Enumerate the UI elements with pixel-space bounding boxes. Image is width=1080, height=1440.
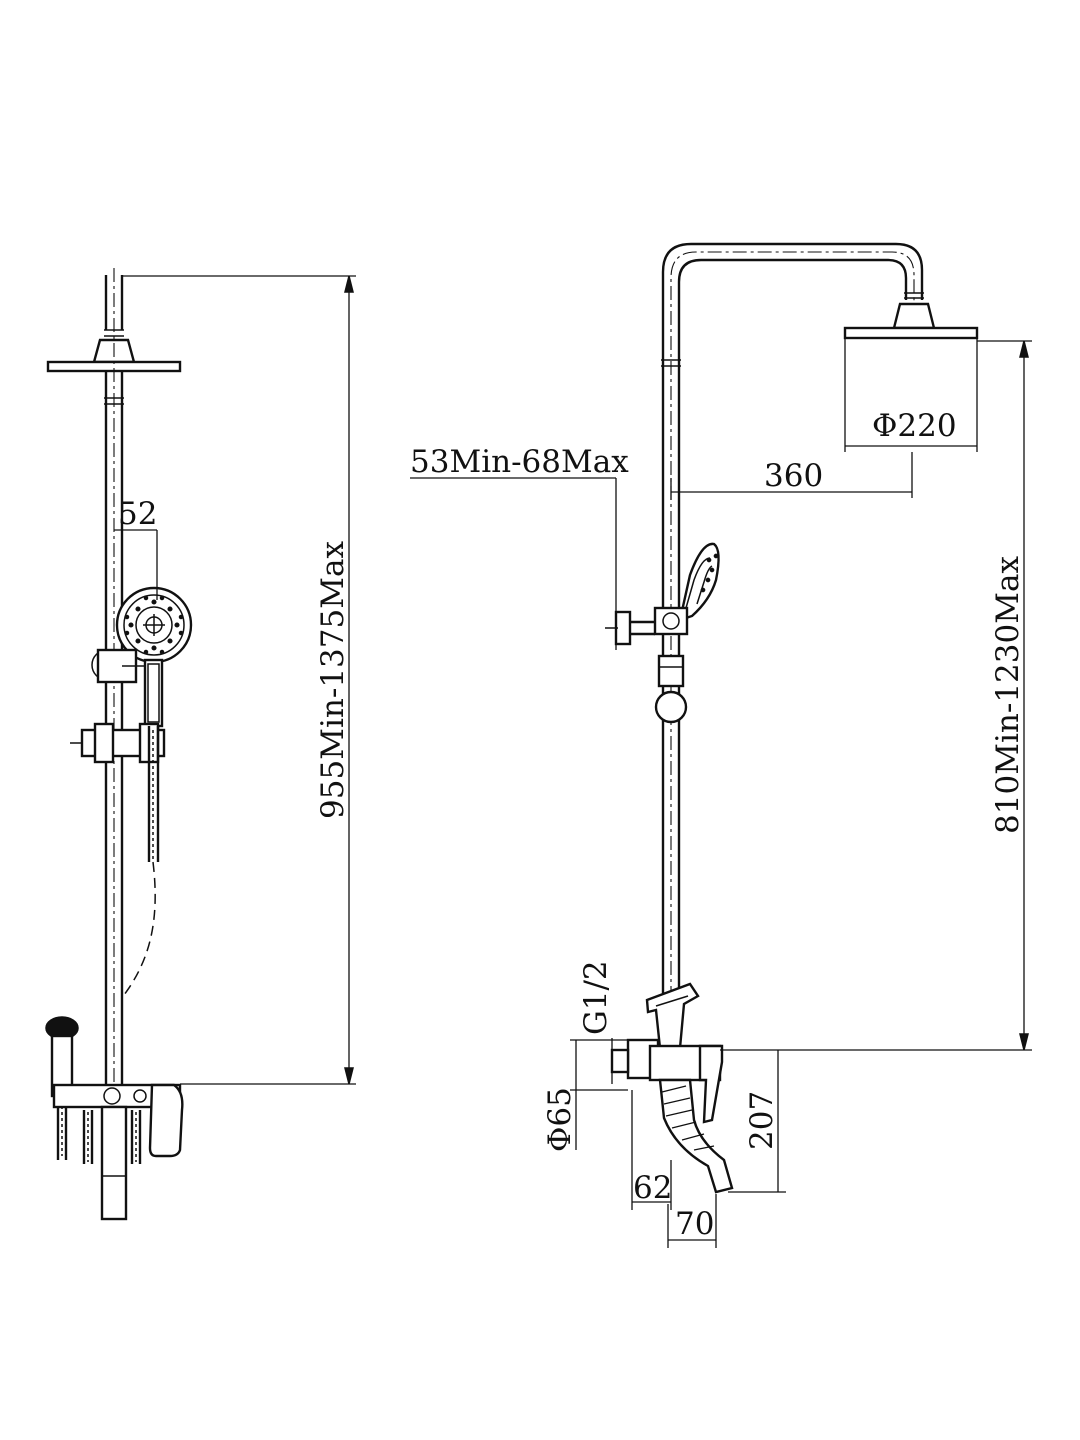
right-spout-height-label: 207: [744, 1091, 780, 1150]
left-riser-pipe: [104, 268, 124, 1100]
right-hand-shower: [653, 542, 720, 636]
left-height-dim-label: 955Min-1375Max: [315, 541, 351, 819]
right-height-dim-label: 810Min-1230Max: [990, 556, 1026, 834]
right-slide-bracket: [654, 654, 688, 724]
left-bath-mixer: [52, 1083, 184, 1221]
right-escutcheon-dim-lines: [570, 1039, 628, 1150]
left-height-dim-lines: [122, 275, 356, 1085]
right-spout-outlet-label: 70: [675, 1206, 714, 1242]
left-hose: [123, 726, 160, 996]
left-hand-shower: [115, 586, 193, 728]
right-view: Φ220 53Min-68Max 360 810Min-1230Max G1/2: [410, 242, 1032, 1248]
right-arm-reach-label: 360: [764, 458, 823, 494]
right-wall-offset-label: 53Min-68Max: [410, 444, 629, 480]
right-rain-shower-head: [843, 302, 979, 340]
right-height-dim-lines: [720, 340, 1032, 1051]
left-hand-shower-holder: [91, 648, 146, 684]
right-head-diameter-dim: [844, 338, 978, 452]
right-riser-and-arm: [661, 242, 924, 1050]
right-wall-bracket: [605, 610, 655, 646]
right-head-diameter-label: Φ220: [872, 408, 957, 444]
right-arm-dims: [410, 452, 913, 650]
right-bath-mixer: [610, 982, 734, 1194]
right-spout-height-dim-lines: [728, 1050, 786, 1193]
right-spout-outlet-dim-lines: [667, 1194, 717, 1248]
left-view: 955Min-1375Max 52: [45, 268, 356, 1221]
left-hand-shower-dim-label: 52: [118, 496, 157, 532]
right-inlet-thread-label: G1/2: [578, 960, 614, 1035]
right-escutcheon-label: Φ65: [542, 1087, 578, 1152]
right-spout-offset-dim-lines: [631, 1090, 672, 1210]
left-hand-shower-dim-lines: [114, 529, 158, 600]
right-spout-offset-label: 62: [633, 1170, 672, 1206]
left-parked-hand-shower: [45, 1016, 79, 1160]
